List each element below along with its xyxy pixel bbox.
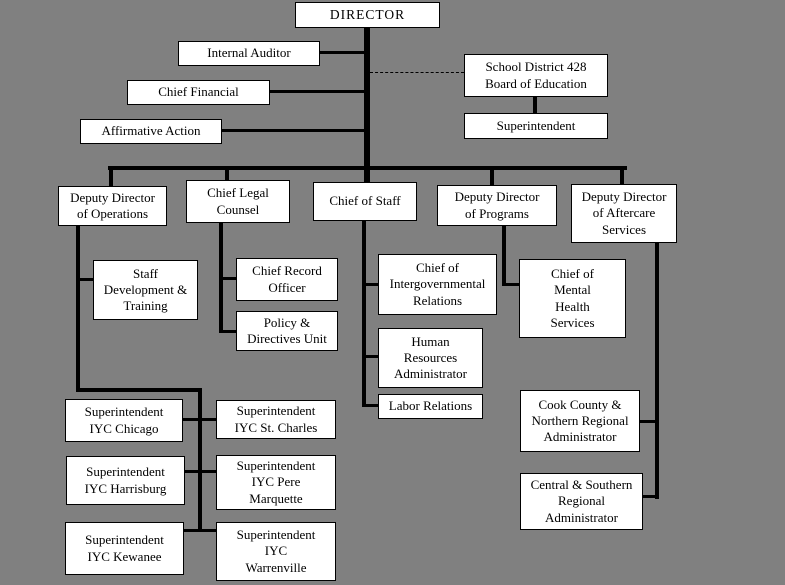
node-superintendent-iyc-chicago: Superintendent IYC Chicago [65, 399, 183, 442]
connector-affirmative-action [220, 129, 366, 132]
node-school-district: School District 428 Board of Education [464, 54, 608, 97]
connector-superintendents-vertical [198, 388, 202, 532]
node-superintendent-iyc-kewanee: Superintendent IYC Kewanee [65, 522, 184, 575]
node-chief-legal-counsel: Chief Legal Counsel [186, 180, 290, 223]
connector-stub-cook-county [638, 420, 657, 423]
connector-staff-vertical [362, 220, 366, 407]
connector-internal-auditor [318, 51, 366, 54]
connector-director-trunk [364, 27, 370, 183]
connector-stub-iyc-row1 [181, 418, 218, 421]
connector-operations-bottom [76, 388, 202, 392]
node-deputy-director-programs: Deputy Director of Programs [437, 185, 557, 226]
node-superintendent-iyc-warrenville: Superintendent IYC Warrenville [216, 522, 336, 581]
node-chief-of-staff: Chief of Staff [313, 182, 417, 221]
connector-stub-operations [109, 166, 113, 188]
connector-stub-intergov [364, 283, 380, 286]
node-superintendent-iyc-pere-marquette: Superintendent IYC Pere Marquette [216, 455, 336, 510]
connector-programs-vertical [502, 225, 506, 286]
connector-stub-legal [225, 166, 229, 182]
connector-dashed-school-district [370, 72, 464, 73]
node-policy-directives-unit: Policy & Directives Unit [236, 311, 338, 351]
node-human-resources-administrator: Human Resources Administrator [378, 328, 483, 388]
connector-main-horizontal [108, 166, 627, 170]
connector-stub-central-southern [641, 495, 657, 498]
connector-stub-hr [364, 355, 380, 358]
node-central-southern-regional: Central & Southern Regional Administrato… [520, 473, 643, 530]
connector-stub-iyc-row3 [182, 529, 218, 532]
node-chief-mental-health-services: Chief of Mental Health Services [519, 259, 626, 338]
node-deputy-director-operations: Deputy Director of Operations [58, 186, 167, 226]
connector-stub-mental-health [504, 283, 521, 286]
connector-stub-policy [221, 330, 238, 333]
node-affirmative-action: Affirmative Action [80, 119, 222, 144]
node-superintendent-iyc-st-charles: Superintendent IYC St. Charles [216, 400, 336, 439]
node-labor-relations: Labor Relations [378, 394, 483, 419]
connector-school-superintendent [533, 96, 537, 114]
node-superintendent-iyc-harrisburg: Superintendent IYC Harrisburg [66, 456, 185, 505]
node-director: DIRECTOR [295, 2, 440, 28]
node-deputy-director-aftercare: Deputy Director of Aftercare Services [571, 184, 677, 243]
connector-stub-staff-dev [78, 278, 96, 281]
connector-stub-labor [364, 404, 380, 407]
connector-stub-aftercare [620, 166, 624, 186]
node-staff-development-training: Staff Development & Training [93, 260, 198, 320]
connector-chief-financial [268, 90, 366, 93]
connector-stub-chief-record [221, 277, 238, 280]
node-superintendent: Superintendent [464, 113, 608, 139]
connector-aftercare-vertical [655, 242, 659, 499]
connector-operations-vertical [76, 225, 80, 392]
connector-stub-iyc-row2 [183, 470, 218, 473]
node-chief-record-officer: Chief Record Officer [236, 258, 338, 301]
node-chief-financial: Chief Financial [127, 80, 270, 105]
node-chief-intergovernmental-relations: Chief of Intergovernmental Relations [378, 254, 497, 315]
node-internal-auditor: Internal Auditor [178, 41, 320, 66]
connector-stub-programs [490, 166, 494, 187]
node-cook-county-northern-regional: Cook County & Northern Regional Administ… [520, 390, 640, 452]
